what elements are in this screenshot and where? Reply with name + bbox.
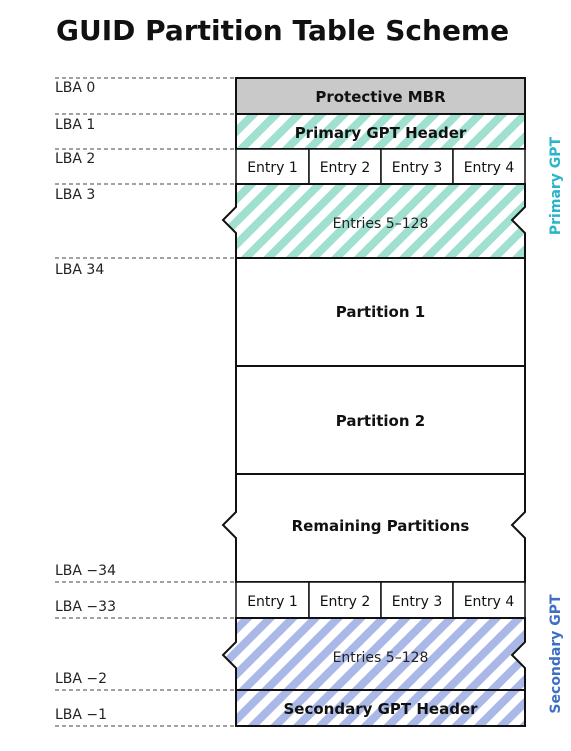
partition-2-block bbox=[235, 365, 526, 475]
secondary-entry-2: Entry 2 bbox=[320, 594, 371, 610]
lba-label-0: LBA 0 bbox=[55, 80, 95, 96]
lba-label-minus-1: LBA −1 bbox=[55, 707, 107, 723]
partition-2-label: Partition 2 bbox=[336, 412, 425, 430]
primary-entry-4: Entry 4 bbox=[464, 160, 515, 176]
protective-mbr-label: Protective MBR bbox=[315, 88, 446, 106]
secondary-entry-4: Entry 4 bbox=[464, 594, 515, 610]
lba-label-1: LBA 1 bbox=[55, 117, 95, 133]
secondary-gpt-header-label: Secondary GPT Header bbox=[283, 700, 478, 718]
primary-gpt-side-label: Primary GPT bbox=[548, 136, 564, 235]
lba-label-minus-2: LBA −2 bbox=[55, 671, 107, 687]
primary-entries-row: Entry 1 Entry 2 Entry 3 Entry 4 bbox=[235, 148, 526, 185]
primary-gpt-header-block bbox=[235, 113, 526, 150]
primary-gpt-header-label: Primary GPT Header bbox=[295, 124, 467, 142]
primary-entry-3-cell bbox=[380, 148, 454, 185]
primary-entries-range-label: Entries 5–128 bbox=[333, 216, 429, 232]
secondary-entry-2-cell bbox=[308, 581, 382, 619]
secondary-entries-row: Entry 1 Entry 2 Entry 3 Entry 4 bbox=[235, 581, 526, 619]
secondary-entries-range-label: Entries 5–128 bbox=[333, 650, 429, 666]
page-title: GUID Partition Table Scheme bbox=[56, 14, 509, 47]
primary-entry-3: Entry 3 bbox=[392, 160, 443, 176]
primary-entry-4-cell bbox=[452, 148, 526, 185]
primary-entry-2: Entry 2 bbox=[320, 160, 371, 176]
lba-label-34: LBA 34 bbox=[55, 262, 104, 278]
lba-label-minus-34: LBA −34 bbox=[55, 563, 116, 579]
primary-entry-1: Entry 1 bbox=[247, 160, 298, 176]
secondary-entry-3: Entry 3 bbox=[392, 594, 443, 610]
secondary-gpt-header-block bbox=[235, 689, 526, 727]
secondary-gpt-side-label: Secondary GPT bbox=[548, 594, 564, 714]
lba-label-2: LBA 2 bbox=[55, 151, 95, 167]
partition-1-label: Partition 1 bbox=[336, 303, 425, 321]
remaining-partitions-label: Remaining Partitions bbox=[292, 517, 470, 535]
lba-label-minus-33: LBA −33 bbox=[55, 599, 116, 615]
lba-markers: LBA 0 LBA 1 LBA 2 LBA 3 LBA 34 LBA −34 L… bbox=[55, 77, 236, 727]
secondary-entry-1: Entry 1 bbox=[247, 594, 298, 610]
lba-label-3: LBA 3 bbox=[55, 187, 95, 203]
